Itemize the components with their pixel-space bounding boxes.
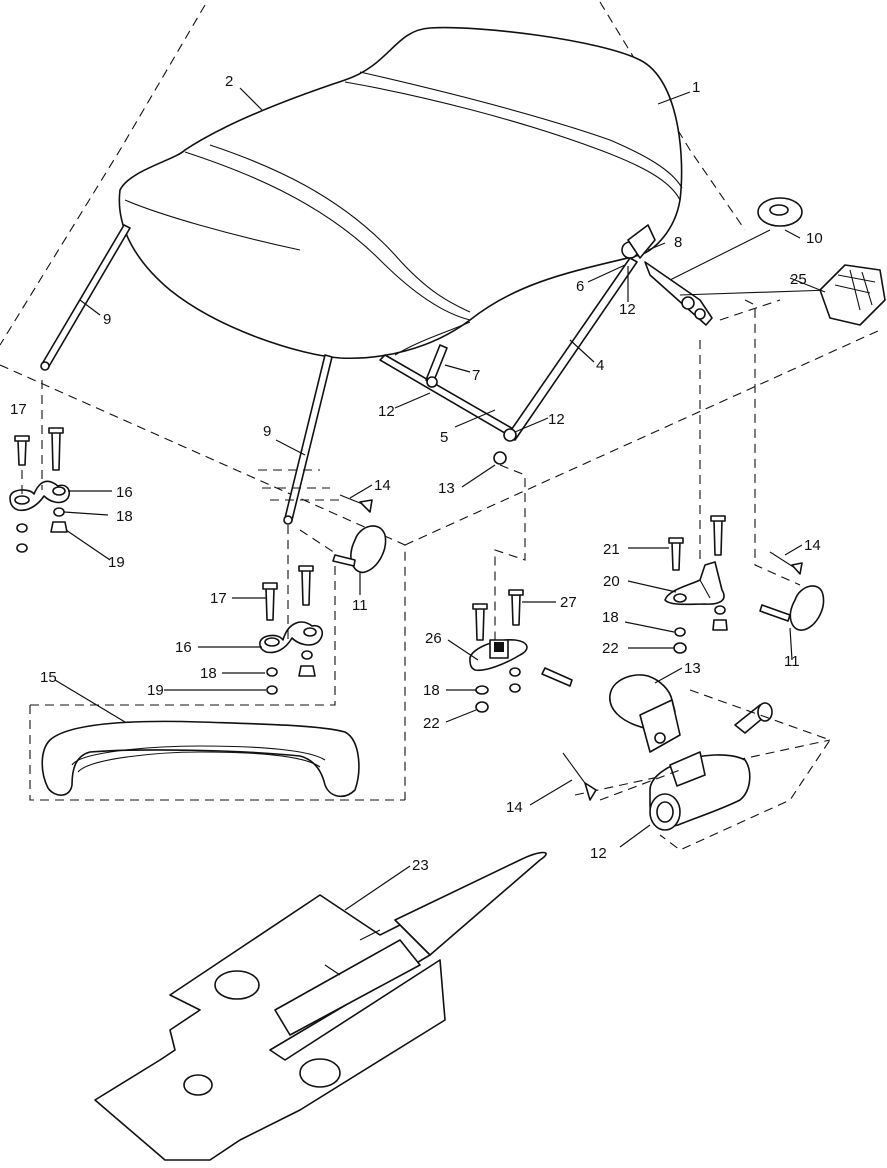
callout-2: 2 bbox=[225, 73, 233, 90]
callouts: 1 2 4 5 6 7 8 9 9 10 11 11 12 12 12 12 1… bbox=[10, 73, 823, 874]
callout-25: 25 bbox=[790, 271, 807, 288]
callout-16b: 16 bbox=[175, 639, 192, 656]
center-deck-mount bbox=[469, 464, 573, 713]
callout-10: 10 bbox=[806, 230, 823, 247]
callout-11b: 11 bbox=[784, 653, 800, 670]
bumper-guard bbox=[41, 720, 360, 798]
callout-18c: 18 bbox=[602, 609, 619, 626]
canvas-top bbox=[118, 26, 683, 360]
left-mount-hardware bbox=[9, 380, 71, 553]
callout-17a: 17 bbox=[10, 401, 27, 418]
left-rivet-clip bbox=[299, 494, 387, 574]
callout-5: 5 bbox=[440, 429, 448, 446]
callout-13b: 13 bbox=[684, 660, 701, 677]
center-mount-hardware bbox=[258, 469, 340, 695]
callout-9b: 9 bbox=[263, 423, 271, 440]
callout-18d: 18 bbox=[423, 682, 440, 699]
callout-14a: 14 bbox=[374, 477, 391, 494]
callout-22b: 22 bbox=[423, 715, 440, 732]
callout-12b: 12 bbox=[378, 403, 395, 420]
callout-18b: 18 bbox=[200, 665, 217, 682]
hinge-detail bbox=[562, 674, 831, 851]
callout-13a: 13 bbox=[438, 480, 455, 497]
deck-mat bbox=[94, 851, 547, 1161]
callout-19a: 19 bbox=[108, 554, 125, 571]
callout-8: 8 bbox=[674, 234, 682, 251]
callout-21: 21 bbox=[603, 541, 620, 558]
right-deck-mount bbox=[664, 515, 825, 654]
callout-12c: 12 bbox=[548, 411, 565, 428]
callout-20: 20 bbox=[603, 573, 620, 590]
deck-outline bbox=[0, 1, 881, 801]
rear-rod-assembly bbox=[644, 197, 886, 586]
callout-16a: 16 bbox=[116, 484, 133, 501]
callout-9a: 9 bbox=[103, 311, 111, 328]
callout-14b: 14 bbox=[804, 537, 821, 554]
callout-7: 7 bbox=[472, 367, 480, 384]
callout-15: 15 bbox=[40, 669, 57, 686]
callout-1: 1 bbox=[692, 79, 700, 96]
callout-4: 4 bbox=[596, 357, 604, 374]
callout-27: 27 bbox=[560, 594, 577, 611]
callout-12a: 12 bbox=[619, 301, 636, 318]
callout-22a: 22 bbox=[602, 640, 619, 657]
callout-18a: 18 bbox=[116, 508, 133, 525]
callout-19b: 19 bbox=[147, 682, 164, 699]
leader-lines bbox=[54, 87, 826, 911]
callout-12d: 12 bbox=[590, 845, 607, 862]
callout-26: 26 bbox=[425, 630, 442, 647]
callout-14c: 14 bbox=[506, 799, 523, 816]
callout-11a: 11 bbox=[352, 597, 368, 614]
callout-23: 23 bbox=[412, 857, 429, 874]
callout-6: 6 bbox=[576, 278, 584, 295]
callout-17b: 17 bbox=[210, 590, 227, 607]
